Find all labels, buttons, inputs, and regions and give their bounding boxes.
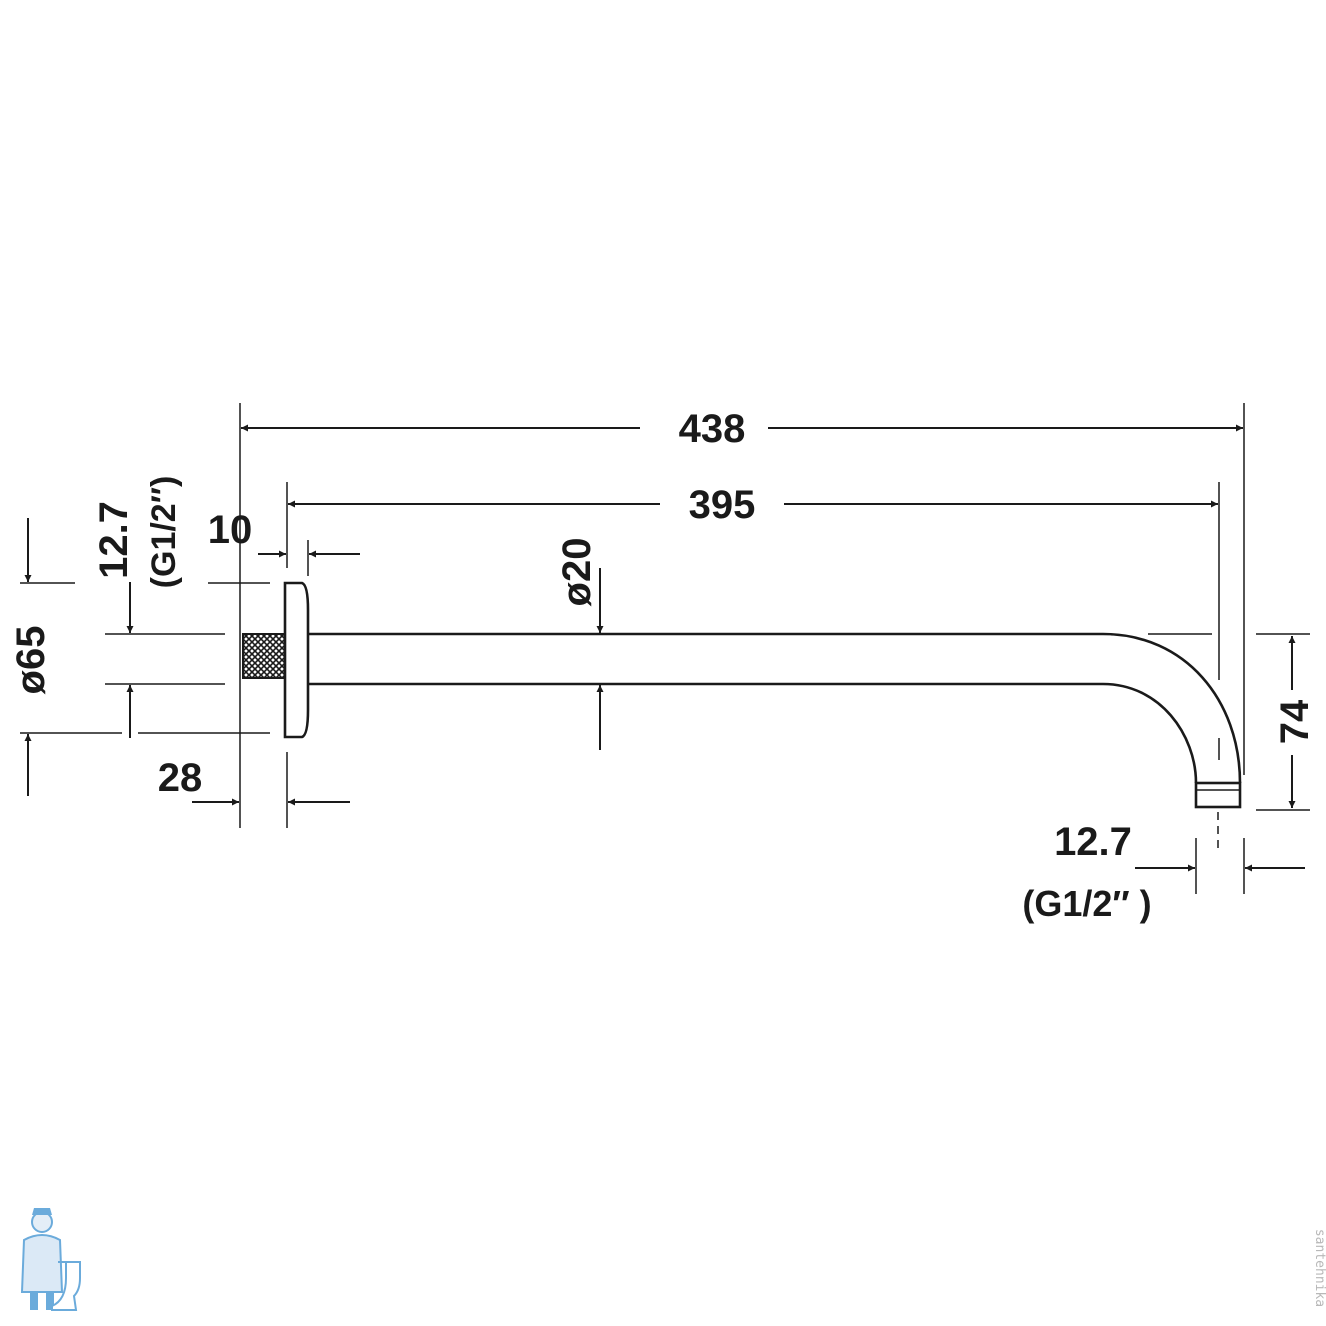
drop-height-label: 74 bbox=[1273, 699, 1317, 744]
arm-length-label: 395 bbox=[689, 483, 756, 527]
outlet-nozzle bbox=[1194, 781, 1242, 809]
extension-lines bbox=[20, 403, 1310, 894]
wall-rosette bbox=[283, 581, 310, 739]
dimension-rosette-diameter: ø65 bbox=[9, 518, 53, 796]
dimension-rosette-depth: 10 bbox=[208, 508, 360, 558]
dimension-arm-length: 395 bbox=[288, 483, 1218, 527]
outlet-thread-type-label: (G1/2″ ) bbox=[1022, 883, 1151, 924]
outlet-thread-size-label: 12.7 bbox=[1054, 820, 1132, 864]
overall-length-label: 438 bbox=[679, 407, 746, 451]
dimension-outlet-thread: 12.7 (G1/2″ ) bbox=[1022, 820, 1305, 924]
wall-depth-label: 28 bbox=[158, 756, 203, 800]
rosette-depth-label: 10 bbox=[208, 508, 253, 552]
shower-arm bbox=[242, 581, 1242, 848]
pipe-diameter-label: ø20 bbox=[555, 538, 599, 607]
dimension-drop-height: 74 bbox=[1273, 636, 1317, 808]
arm-tube-bottom bbox=[308, 682, 1198, 784]
dimension-wall-depth: 28 bbox=[158, 756, 350, 806]
plumber-mascot-icon bbox=[20, 1208, 81, 1311]
rosette-diameter-label: ø65 bbox=[9, 626, 53, 695]
inlet-thread-size-label: 12.7 bbox=[92, 501, 136, 579]
side-watermark-text: santehnika bbox=[1312, 1229, 1326, 1307]
dimension-pipe-diameter: ø20 bbox=[555, 538, 604, 750]
dimension-inlet-thread: 12.7 (G1/2″) bbox=[92, 476, 183, 738]
inlet-thread-type-label: (G1/2″) bbox=[145, 476, 183, 589]
inlet-thread bbox=[242, 633, 286, 679]
dimension-overall-length: 438 bbox=[241, 407, 1243, 451]
arm-tube-top bbox=[308, 632, 1242, 784]
